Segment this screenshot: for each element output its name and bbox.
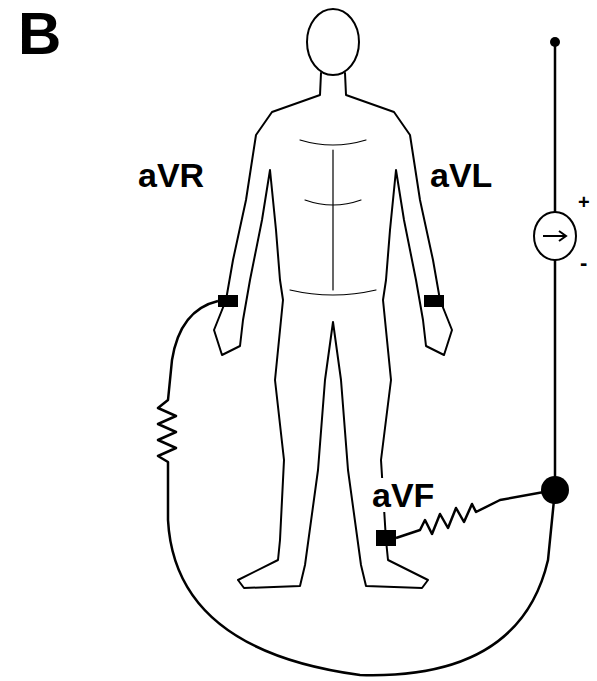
left-ankle-electrode [376, 530, 396, 546]
right-wrist-electrode [218, 295, 238, 307]
panel-letter: B [18, 4, 61, 64]
polarity-sign: - [580, 252, 587, 274]
voltmeter-arrow [543, 231, 566, 241]
voltmeter-symbol [534, 212, 576, 260]
terminal-dot [550, 37, 560, 47]
polarity-sign: + [578, 192, 590, 212]
body-outline [214, 73, 452, 588]
lead-name: aVF [370, 478, 436, 512]
left-wrist-electrode [424, 295, 444, 307]
lead-name: aVR [138, 158, 204, 192]
lead-name: aVL [430, 158, 492, 192]
body-detail [290, 140, 376, 295]
right-arm-wire [158, 301, 555, 675]
head-outline [307, 9, 359, 75]
human-figure [214, 9, 452, 588]
central-terminal [541, 476, 569, 504]
wires [158, 42, 555, 675]
voltmeter-lead [554, 42, 557, 490]
